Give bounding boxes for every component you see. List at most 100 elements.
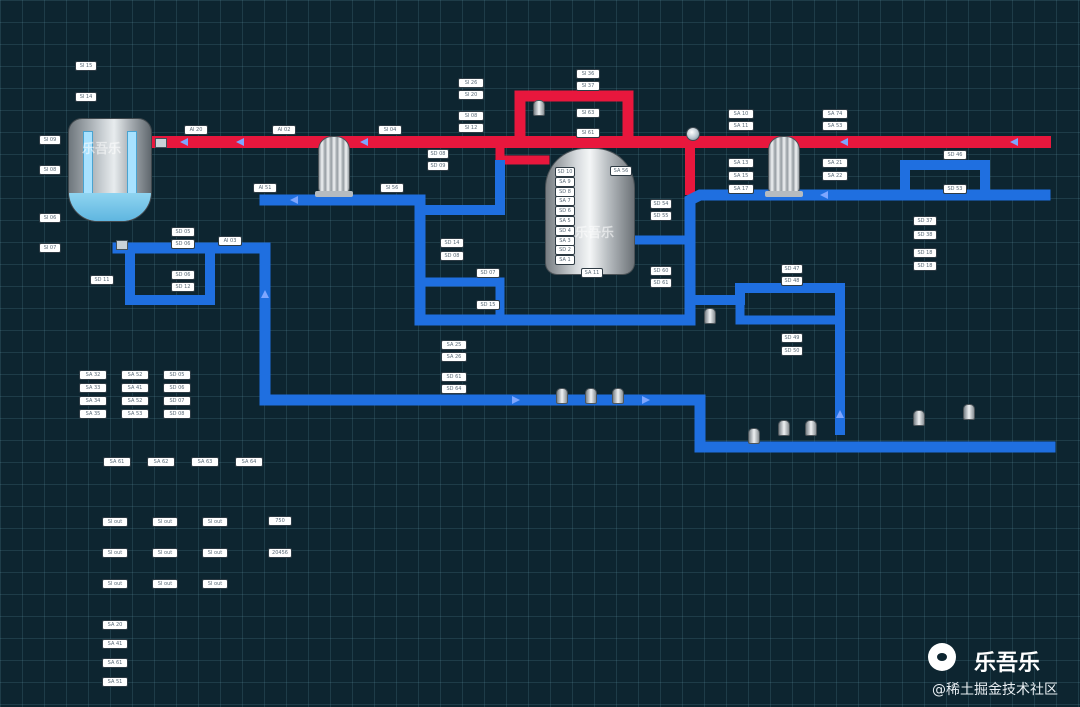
reactor-liquid bbox=[69, 193, 151, 221]
tag-blue-e: SD 06 bbox=[171, 239, 195, 249]
tag-blue-a: AI 51 bbox=[253, 183, 277, 193]
pump-a[interactable] bbox=[556, 388, 568, 404]
tag-blue-c: AI 03 bbox=[218, 236, 242, 246]
tag-low-d: SD 64 bbox=[441, 384, 467, 394]
tag-mid-b: SD 55 bbox=[650, 211, 672, 221]
tag-red-d: SI 26 bbox=[458, 78, 484, 88]
reactor-vessel[interactable] bbox=[68, 118, 152, 222]
arrow-10 bbox=[261, 290, 269, 298]
tag-blue-i: SD 14 bbox=[440, 238, 464, 248]
pump-f[interactable] bbox=[805, 420, 817, 436]
pump-d[interactable] bbox=[748, 428, 760, 444]
tag-blue-f: SD 06 bbox=[171, 270, 195, 280]
temp-cell: SA 64 bbox=[235, 457, 263, 467]
stat-cell: SI out bbox=[152, 548, 178, 558]
tag-far-f: SD 18 bbox=[913, 261, 937, 271]
tag-far-d: SD 38 bbox=[913, 230, 937, 240]
tag-reactor-l3: SI 06 bbox=[39, 213, 61, 223]
bottom-list-item: SA 20 bbox=[102, 620, 128, 630]
tag-right-e: SA 17 bbox=[728, 184, 754, 194]
stat-cell: SI out bbox=[102, 517, 128, 527]
tag-mid-e: SD 61 bbox=[650, 278, 672, 288]
stat-cell: SI out bbox=[152, 517, 178, 527]
heat-exchanger-left[interactable] bbox=[315, 136, 353, 197]
tag-right-c: SA 13 bbox=[728, 158, 754, 168]
stat-cell: SI out bbox=[202, 579, 228, 589]
valve-inlet[interactable] bbox=[155, 138, 167, 148]
tag-red-a: AI 20 bbox=[184, 125, 208, 135]
tank-level-item: SA 5 bbox=[555, 216, 575, 226]
cold-right-loop bbox=[685, 283, 845, 435]
tag-mid-g: SD 48 bbox=[781, 276, 803, 286]
tag-right-g: SA 53 bbox=[822, 121, 848, 131]
arrow-5 bbox=[1010, 138, 1018, 146]
flow-arrows bbox=[180, 138, 1018, 418]
tag-sd-a: SD 08 bbox=[427, 149, 449, 159]
stat-cell: SI out bbox=[202, 517, 228, 527]
tag-mid-f: SD 47 bbox=[781, 264, 803, 274]
arrow-4 bbox=[840, 138, 848, 146]
grid-cell: SA 32 bbox=[79, 370, 107, 380]
pump-e[interactable] bbox=[778, 420, 790, 436]
pump-c[interactable] bbox=[612, 388, 624, 404]
tag-red-c: SI 04 bbox=[378, 125, 402, 135]
grid-cell: SD 07 bbox=[163, 396, 191, 406]
tag-blue-b: SI 56 bbox=[380, 183, 404, 193]
tag-right-f: SA 74 bbox=[822, 109, 848, 119]
tag-right-b: SA 11 bbox=[728, 121, 754, 131]
pump-i[interactable] bbox=[704, 308, 716, 324]
cold-mid-branch bbox=[415, 277, 505, 325]
grid-cell: SA 41 bbox=[121, 383, 149, 393]
temp-cell: SA 61 bbox=[103, 457, 131, 467]
pump-h[interactable] bbox=[963, 404, 975, 420]
wechat-icon bbox=[928, 643, 956, 671]
tag-low-a: SA 25 bbox=[441, 340, 467, 350]
grid-cell: SD 05 bbox=[163, 370, 191, 380]
tag-far-c: SD 37 bbox=[913, 216, 937, 226]
tag-mid-c: SA 56 bbox=[610, 166, 632, 176]
tag-blue-g: SD 12 bbox=[171, 282, 195, 292]
pump-top[interactable] bbox=[533, 100, 545, 116]
bottom-list-item: SA 51 bbox=[102, 677, 128, 687]
valve-outlet[interactable] bbox=[116, 240, 128, 250]
arrow-3 bbox=[360, 138, 368, 146]
tag-reactor-top: SI 15 bbox=[75, 61, 97, 71]
heat-exchanger-right[interactable] bbox=[765, 136, 803, 197]
tag-blue-l: SD 15 bbox=[476, 300, 500, 310]
community-watermark: @稀土掘金技术社区 bbox=[932, 682, 1058, 698]
bottom-list-item: SA 61 bbox=[102, 658, 128, 668]
cold-far-loop bbox=[900, 160, 990, 200]
brand-logo-text: 乐吾乐 bbox=[973, 651, 1040, 676]
tank-level-item: SA 1 bbox=[555, 255, 575, 266]
grid-cell: SD 06 bbox=[163, 383, 191, 393]
tag-reactor-l1: SI 09 bbox=[39, 135, 61, 145]
arrow-6 bbox=[512, 396, 520, 404]
tag-right-i: SA 22 bbox=[822, 171, 848, 181]
pressure-gauge[interactable] bbox=[686, 127, 700, 141]
cold-main-loop bbox=[112, 242, 1056, 453]
temp-cell: SA 63 bbox=[191, 457, 219, 467]
arrow-9 bbox=[820, 191, 828, 199]
arrow-8 bbox=[290, 196, 298, 204]
temp-cell: SA 62 bbox=[147, 457, 175, 467]
pump-b[interactable] bbox=[585, 388, 597, 404]
tag-reactor-mid: SI 14 bbox=[75, 92, 97, 102]
tag-low-b: SA 26 bbox=[441, 352, 467, 362]
cold-left-loop bbox=[125, 243, 215, 305]
pump-g[interactable] bbox=[913, 410, 925, 426]
tank-level-item: SD 8 bbox=[555, 186, 575, 197]
tag-sd-b: SD 09 bbox=[427, 161, 449, 171]
tag-mid-d: SD 60 bbox=[650, 266, 672, 276]
tag-reactor-l2: SI 08 bbox=[39, 165, 61, 175]
grid-cell: SA 33 bbox=[79, 383, 107, 393]
arrow-7 bbox=[642, 396, 650, 404]
grid-cell: SA 52 bbox=[121, 370, 149, 380]
reactor-watermark: 乐吾乐 bbox=[82, 142, 122, 157]
stat-cell: SI out bbox=[102, 548, 128, 558]
tag-far-a: SD 46 bbox=[943, 150, 967, 160]
tag-mid-a: SD 54 bbox=[650, 199, 672, 209]
stat-cell: SI out bbox=[152, 579, 178, 589]
tag-stat-extra-1: 750 bbox=[268, 516, 292, 526]
tag-low-c: SD 61 bbox=[441, 372, 467, 382]
